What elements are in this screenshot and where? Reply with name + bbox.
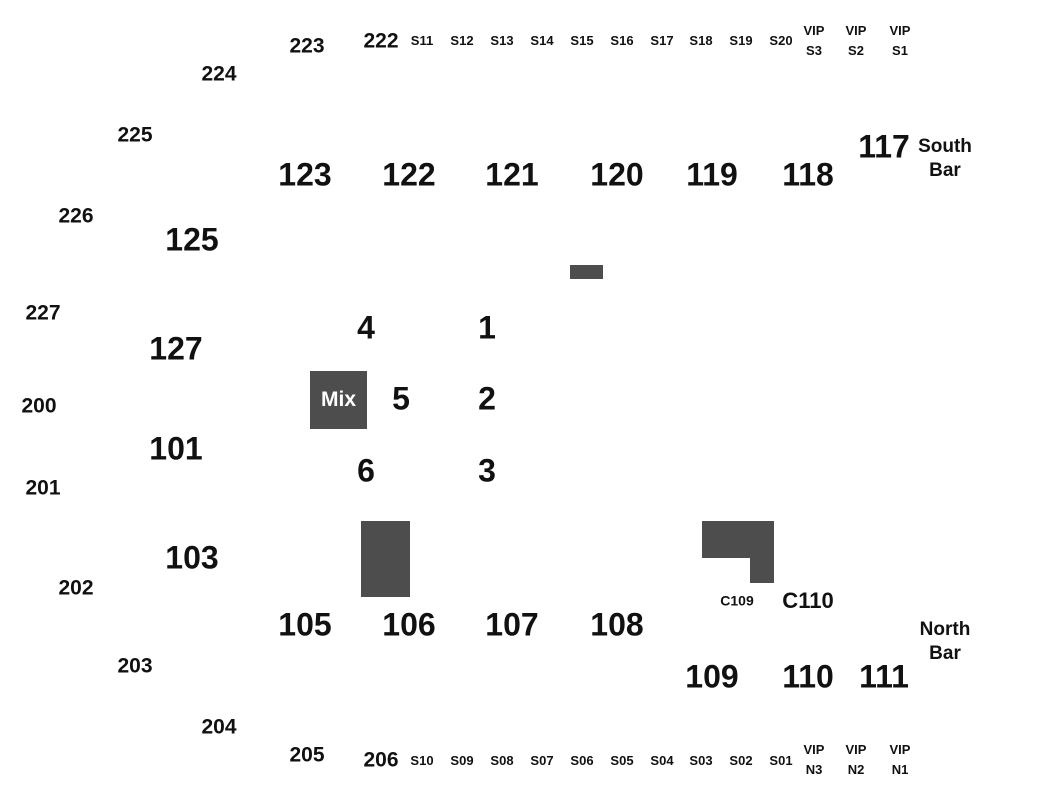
section-206[interactable]: 206 [363, 748, 399, 772]
vip-n3[interactable]: VIP N3 [803, 742, 825, 777]
section-c109[interactable]: C109 [720, 592, 754, 609]
floor-section-6[interactable]: 6 [357, 452, 375, 489]
camera-platform [702, 521, 774, 583]
section-120[interactable]: 120 [590, 156, 644, 193]
suite-s09[interactable]: S09 [450, 752, 474, 768]
section-125[interactable]: 125 [165, 221, 219, 258]
suite-s12[interactable]: S12 [450, 32, 474, 48]
section-202[interactable]: 202 [58, 576, 94, 600]
section-204[interactable]: 204 [201, 715, 237, 739]
section-101[interactable]: 101 [149, 430, 203, 467]
section-223[interactable]: 223 [289, 34, 325, 58]
suite-s17[interactable]: S17 [650, 32, 674, 48]
section-123[interactable]: 123 [278, 156, 332, 193]
vip-n1[interactable]: VIP N1 [889, 742, 911, 777]
section-111[interactable]: 111 [859, 658, 909, 695]
section-200[interactable]: 200 [21, 394, 57, 418]
suite-s03[interactable]: S03 [689, 752, 713, 768]
suite-s15[interactable]: S15 [570, 32, 594, 48]
suite-s14[interactable]: S14 [530, 32, 554, 48]
section-103[interactable]: 103 [165, 539, 219, 576]
mix-position[interactable]: Mix [310, 371, 367, 429]
vip-s2[interactable]: VIP S2 [845, 23, 867, 58]
suite-s13[interactable]: S13 [490, 32, 514, 48]
vip-n2[interactable]: VIP N2 [845, 742, 867, 777]
section-225[interactable]: 225 [117, 123, 153, 147]
suite-s02[interactable]: S02 [729, 752, 753, 768]
suite-s16[interactable]: S16 [610, 32, 634, 48]
suite-s05[interactable]: S05 [610, 752, 634, 768]
suite-s18[interactable]: S18 [689, 32, 713, 48]
suite-s06[interactable]: S06 [570, 752, 594, 768]
suite-s07[interactable]: S07 [530, 752, 554, 768]
stage-marker [570, 265, 603, 279]
suite-s11[interactable]: S11 [410, 32, 434, 48]
riser-block [361, 521, 410, 597]
floor-section-5[interactable]: 5 [392, 380, 410, 417]
suite-s08[interactable]: S08 [490, 752, 514, 768]
suite-s10[interactable]: S10 [410, 752, 434, 768]
section-105[interactable]: 105 [278, 606, 332, 643]
section-203[interactable]: 203 [117, 654, 153, 678]
section-227[interactable]: 227 [25, 301, 61, 325]
section-106[interactable]: 106 [382, 606, 436, 643]
section-122[interactable]: 122 [382, 156, 436, 193]
suite-s20[interactable]: S20 [769, 32, 793, 48]
south-bar[interactable]: South Bar [918, 136, 972, 181]
floor-section-4[interactable]: 4 [357, 309, 375, 346]
section-222[interactable]: 222 [363, 29, 399, 53]
section-109[interactable]: 109 [685, 658, 739, 695]
section-201[interactable]: 201 [25, 476, 61, 500]
suite-s04[interactable]: S04 [650, 752, 674, 768]
floor-section-1[interactable]: 1 [478, 309, 496, 346]
mix-label: Mix [320, 388, 357, 411]
section-226[interactable]: 226 [58, 204, 94, 228]
section-118[interactable]: 118 [782, 156, 834, 193]
floor-section-2[interactable]: 2 [478, 380, 496, 417]
section-119[interactable]: 119 [686, 156, 738, 193]
section-121[interactable]: 121 [485, 156, 539, 193]
suite-s19[interactable]: S19 [729, 32, 753, 48]
section-127[interactable]: 127 [149, 330, 203, 367]
section-224[interactable]: 224 [201, 62, 237, 86]
section-108[interactable]: 108 [590, 606, 644, 643]
section-107[interactable]: 107 [485, 606, 539, 643]
north-bar[interactable]: North Bar [919, 619, 971, 664]
vip-s1[interactable]: VIP S1 [889, 23, 911, 58]
floor-section-3[interactable]: 3 [478, 452, 496, 489]
vip-s3[interactable]: VIP S3 [803, 23, 825, 58]
section-c110[interactable]: C110 [782, 587, 834, 613]
section-117[interactable]: 117 [858, 128, 910, 165]
section-110[interactable]: 110 [782, 658, 834, 695]
suite-s01[interactable]: S01 [769, 752, 793, 768]
section-205[interactable]: 205 [289, 743, 325, 767]
